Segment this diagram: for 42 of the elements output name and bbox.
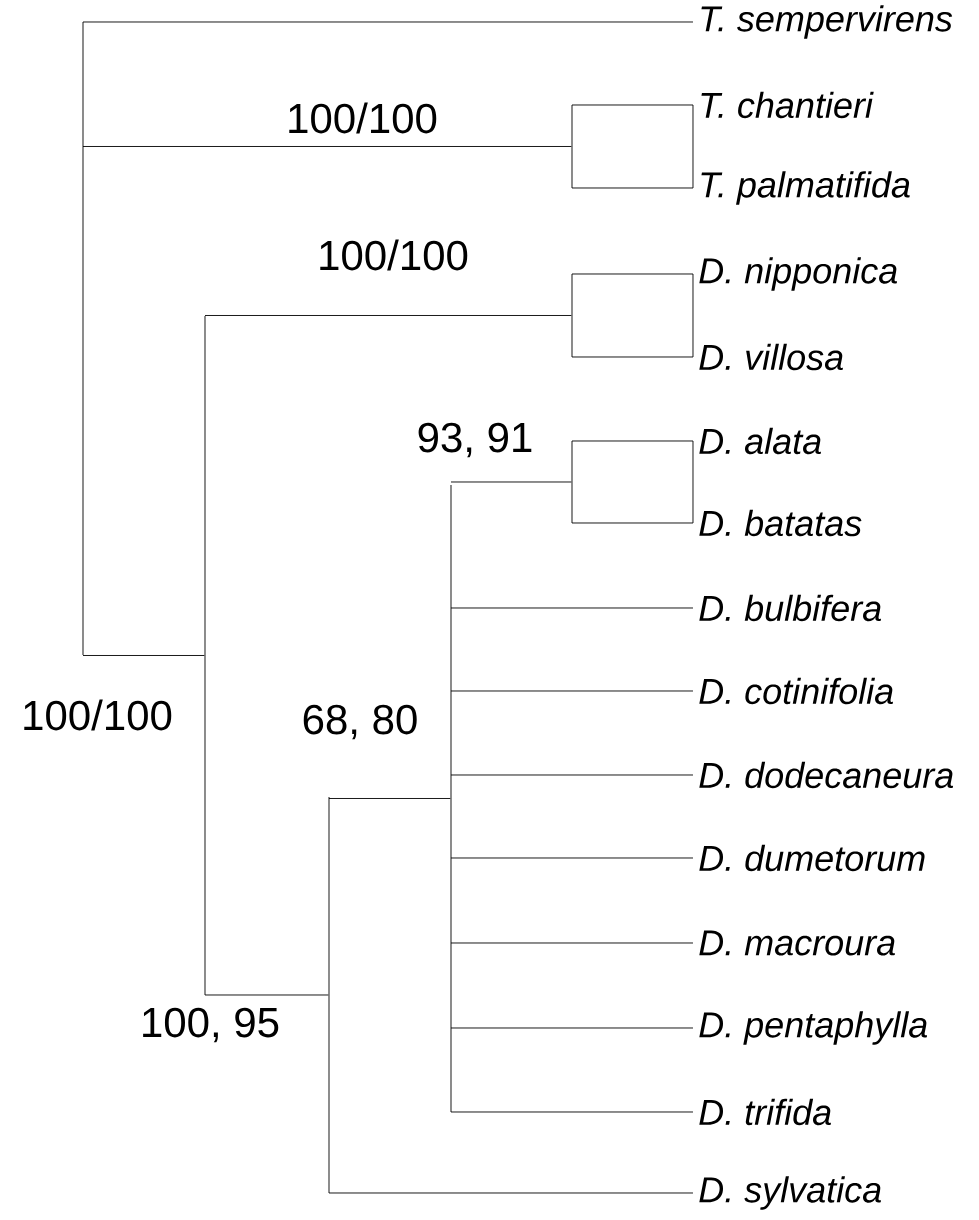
support-value: 100/100: [316, 238, 470, 272]
species-label: D. sylvatica: [699, 1176, 881, 1210]
tree-branch: [571, 522, 694, 524]
tree-branch: [450, 774, 694, 776]
species-label: D. cotinifolia: [699, 677, 893, 705]
tree-branch: [571, 356, 694, 358]
tree-branch: [82, 21, 694, 23]
support-value: 100/100: [20, 698, 174, 732]
species-label: D. alata: [699, 427, 821, 455]
tree-branch: [450, 1111, 694, 1113]
tree-branch: [571, 104, 694, 106]
support-value: 68, 80: [300, 703, 420, 741]
species-label: D. bulbifera: [699, 594, 881, 622]
support-value: 100/100: [285, 101, 439, 135]
species-label: T. sempervirens: [701, 5, 953, 39]
tree-branch: [328, 798, 451, 799]
species-label: D. villosa: [699, 343, 843, 371]
tree-branch: [450, 1027, 694, 1029]
tree-branch: [571, 187, 694, 189]
tree-branch: [450, 942, 694, 944]
tree-branch: [571, 440, 694, 442]
species-label: T. chantieri: [701, 91, 874, 119]
species-label: D. trifida: [699, 1098, 831, 1126]
support-value: 93, 91: [415, 421, 535, 459]
species-label: D. macroura: [699, 930, 895, 956]
tree-branch: [204, 994, 329, 996]
species-label: D. nipponica: [699, 257, 897, 291]
species-label: T. palmatifida: [701, 171, 910, 205]
tree-branch: [328, 1192, 694, 1194]
species-label: D. dodecaneura: [699, 761, 954, 789]
tree-branch: [450, 481, 572, 483]
species-label: D. batatas: [699, 509, 862, 537]
species-label: D. pentaphylla: [699, 1011, 928, 1045]
support-value: 100, 95: [138, 1006, 282, 1044]
tree-branch: [204, 315, 572, 316]
tree-branch: [82, 146, 572, 147]
tree-branch: [450, 857, 694, 859]
species-label: D. dumetorum: [699, 844, 925, 872]
tree-branch: [82, 655, 205, 656]
tree-branch: [450, 690, 694, 692]
tree-branch: [571, 273, 694, 275]
tree-branch: [450, 607, 694, 609]
